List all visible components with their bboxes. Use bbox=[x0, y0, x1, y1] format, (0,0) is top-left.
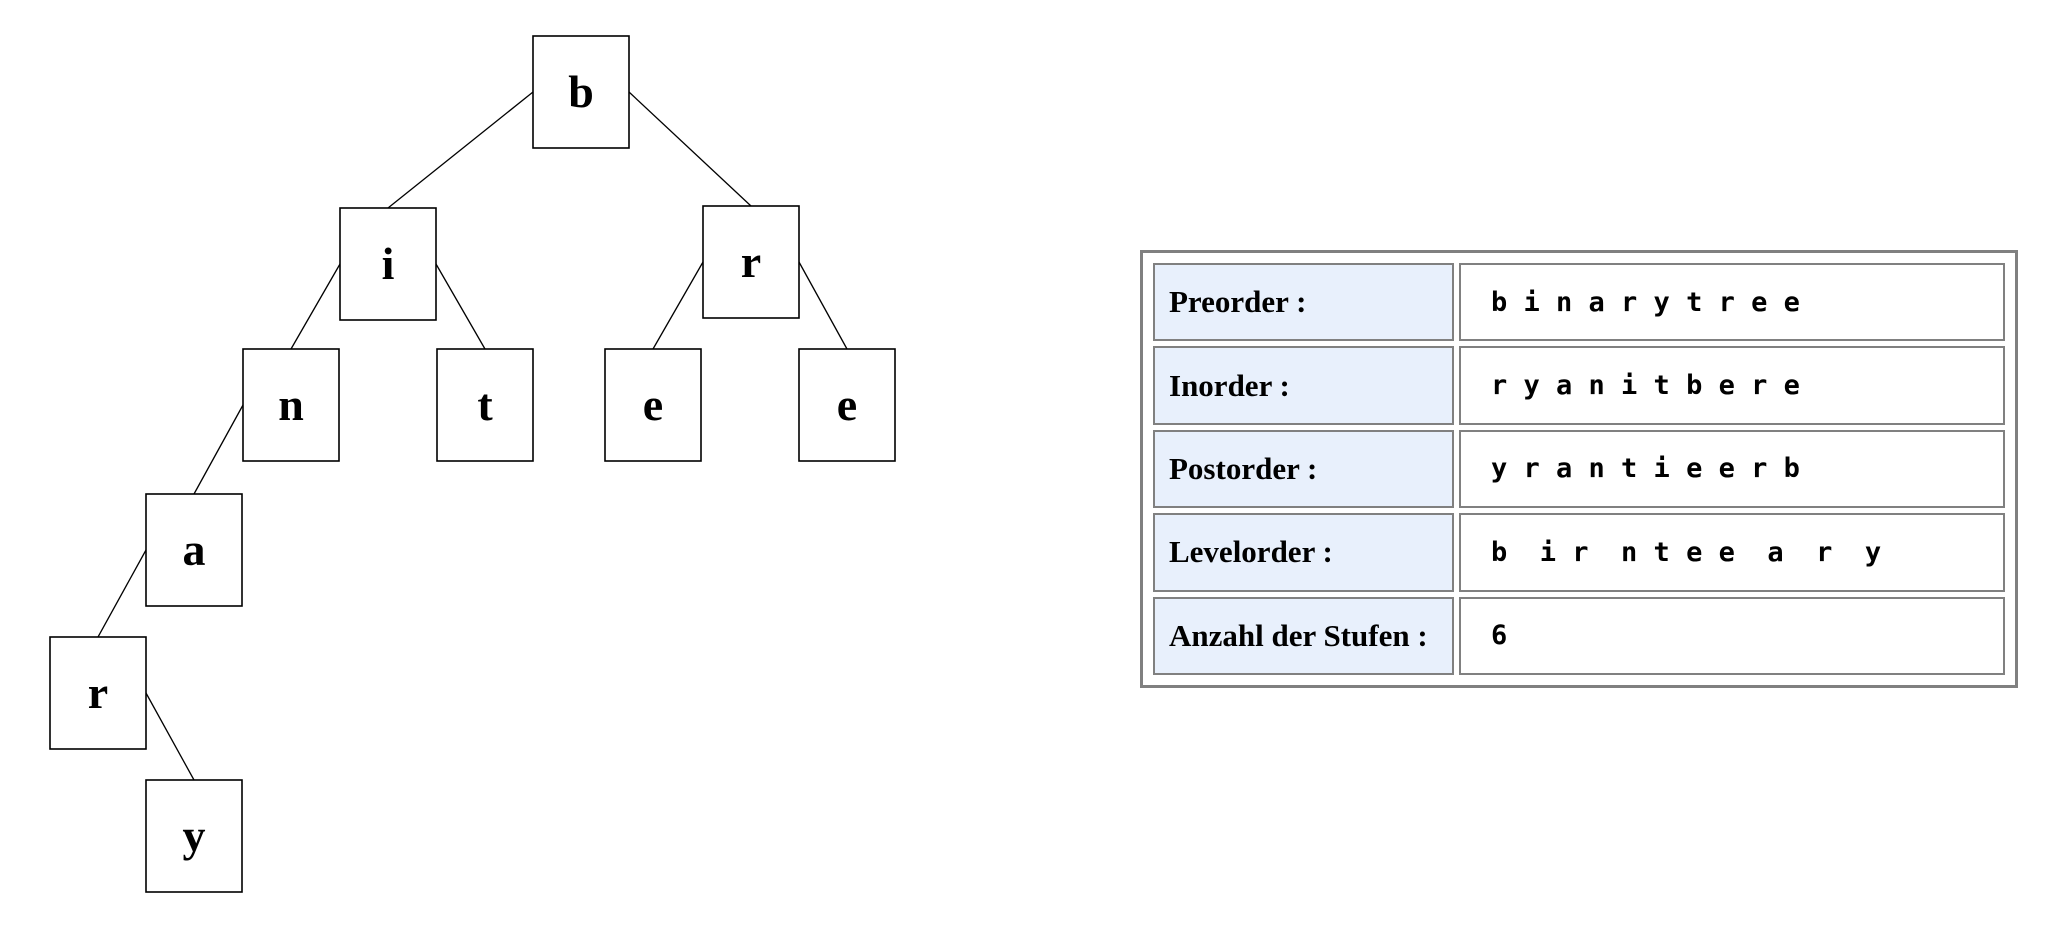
tree-node: r bbox=[49, 636, 147, 750]
tree-node-box bbox=[702, 205, 800, 319]
tree-edge bbox=[290, 263, 341, 350]
tree-node: e bbox=[604, 348, 702, 462]
tree-edge bbox=[435, 263, 486, 350]
levelorder-value: b i r n t e e a r y bbox=[1459, 513, 2005, 592]
inorder-value: r y a n i t b e r e bbox=[1459, 346, 2005, 425]
tree-node-box bbox=[339, 207, 437, 321]
tree-node-box bbox=[145, 779, 243, 893]
binary-tree-diagram: b i r n t e e a r y bbox=[49, 35, 896, 893]
tree-node-box bbox=[532, 35, 630, 149]
tree-node: i bbox=[339, 207, 437, 321]
level-count-value: 6 bbox=[1459, 596, 2005, 675]
tree-node-box bbox=[49, 636, 147, 750]
tree-node-box bbox=[242, 348, 340, 462]
tree-node-label: r bbox=[741, 236, 761, 287]
tree-edges bbox=[97, 91, 848, 781]
inorder-label: Inorder : bbox=[1153, 346, 1454, 425]
postorder-label: Postorder : bbox=[1153, 429, 1454, 509]
tree-node-box bbox=[798, 348, 896, 462]
preorder-label: Preorder : bbox=[1153, 263, 1454, 342]
tree-node-label: n bbox=[278, 379, 304, 430]
tree-node-label: b bbox=[568, 66, 594, 117]
tree-edge bbox=[387, 91, 534, 209]
tree-node-box bbox=[604, 348, 702, 462]
tree-node-box bbox=[436, 348, 534, 462]
tree-edge bbox=[145, 692, 195, 781]
tree-node-label: t bbox=[477, 379, 493, 430]
tree-node-label: r bbox=[88, 667, 108, 718]
postorder-value: y r a n t i e e r b bbox=[1459, 429, 2005, 509]
tree-node: a bbox=[145, 493, 243, 607]
tree-edge bbox=[628, 91, 752, 207]
tree-node-label: y bbox=[183, 810, 206, 861]
tree-node-label: i bbox=[382, 238, 395, 289]
tree-edge bbox=[193, 404, 244, 495]
tree-node: n bbox=[242, 348, 340, 462]
level-count-label: Anzahl der Stufen : bbox=[1153, 596, 1454, 675]
tree-node: y bbox=[145, 779, 243, 893]
tree-node-label: e bbox=[643, 379, 663, 430]
traversal-table: Preorder : b i n a r y t r e e Inorder :… bbox=[1148, 258, 2010, 680]
table-row: Levelorder : b i r n t e e a r y bbox=[1153, 513, 2005, 592]
table-row: Inorder : r y a n i t b e r e bbox=[1153, 346, 2005, 425]
levelorder-label: Levelorder : bbox=[1153, 513, 1454, 592]
tree-node-label: e bbox=[837, 379, 857, 430]
tree-edge bbox=[97, 549, 147, 638]
tree-nodes: b i r n t e e a r y bbox=[49, 35, 896, 893]
tree-node: t bbox=[436, 348, 534, 462]
tree-edge bbox=[798, 261, 848, 350]
table-row: Postorder : y r a n t i e e r b bbox=[1153, 429, 2005, 509]
preorder-value: b i n a r y t r e e bbox=[1459, 263, 2005, 342]
tree-node: r bbox=[702, 205, 800, 319]
tree-node-box bbox=[145, 493, 243, 607]
traversal-panel: Preorder : b i n a r y t r e e Inorder :… bbox=[1140, 250, 2018, 688]
tree-node: b bbox=[532, 35, 630, 149]
tree-node: e bbox=[798, 348, 896, 462]
tree-node-label: a bbox=[183, 524, 206, 575]
tree-edge bbox=[652, 261, 704, 350]
table-row: Anzahl der Stufen : 6 bbox=[1153, 596, 2005, 675]
table-row: Preorder : b i n a r y t r e e bbox=[1153, 263, 2005, 342]
